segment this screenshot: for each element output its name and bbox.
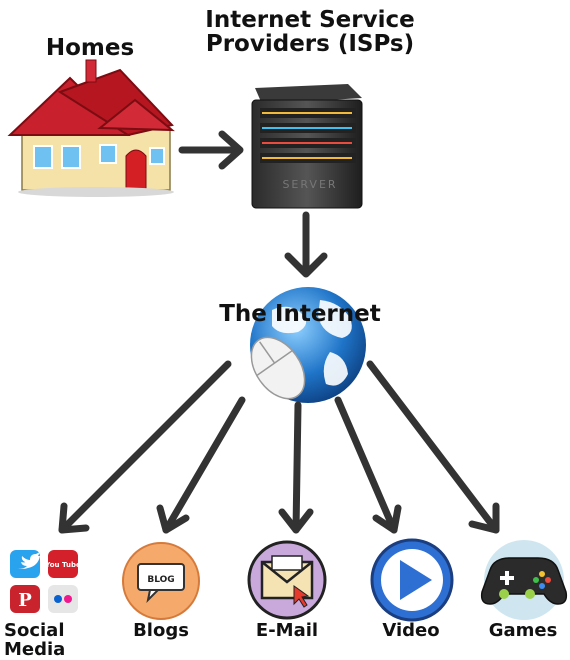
isps-label-line2: Providers (ISPs) — [205, 31, 415, 58]
globe-mouse-icon — [250, 287, 366, 403]
arrow-to-social — [58, 360, 232, 534]
server-label: SERVER — [282, 178, 337, 191]
flickr-icon — [48, 585, 78, 613]
games-label: Games — [488, 620, 558, 641]
youtube-icon — [48, 550, 78, 578]
internet-label: The Internet — [219, 301, 381, 327]
isps-label: Internet Service Providers (ISPs) — [190, 8, 430, 56]
video-label: Video — [382, 620, 440, 641]
arrow-to-video — [334, 396, 402, 534]
social-label-line2: Media — [4, 638, 66, 660]
social-media-label: Social Media — [4, 620, 84, 660]
gamepad-icon — [480, 540, 568, 620]
isps-label-line1: Internet Service — [205, 7, 415, 33]
blogs-label: Blogs — [133, 620, 189, 641]
email-label: E-Mail — [255, 620, 319, 641]
arrows — [58, 130, 500, 534]
blog-icon: BLOG — [122, 542, 200, 620]
arrow-isps-to-internet — [284, 211, 328, 278]
server-icon: SERVER — [251, 84, 363, 209]
youtube-text: You Tube — [44, 561, 81, 569]
pinterest-text: P — [18, 590, 32, 611]
arrow-to-blogs — [156, 396, 246, 534]
pinterest-icon — [10, 585, 40, 613]
arrow-to-games — [366, 360, 500, 534]
house-icon — [7, 59, 175, 197]
blog-icon-text: BLOG — [147, 575, 174, 585]
arrow-homes-to-isps — [178, 130, 244, 170]
arrow-to-email — [278, 401, 314, 534]
social-label-line1: Social — [4, 620, 65, 641]
homes-label: Homes — [45, 35, 135, 61]
envelope-icon — [247, 540, 327, 620]
social-media-icons: You Tube P — [10, 550, 81, 613]
play-icon — [370, 538, 454, 622]
